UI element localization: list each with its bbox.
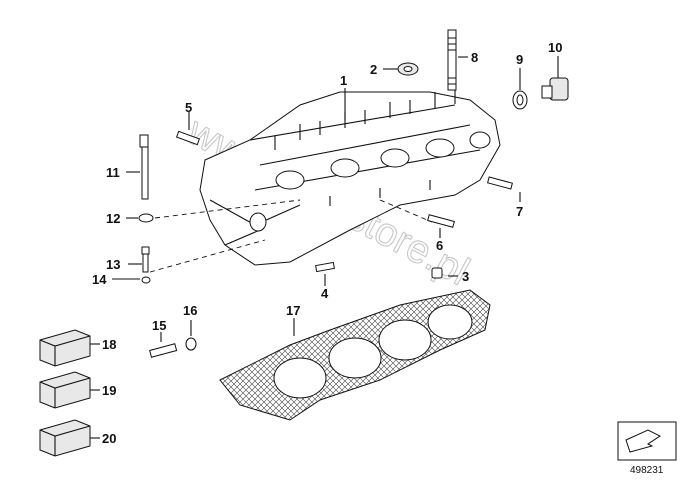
repair-kit-18[interactable] bbox=[39, 329, 91, 367]
dowel-sleeve[interactable] bbox=[431, 267, 443, 279]
small-washer[interactable] bbox=[141, 276, 151, 284]
callout-labels: 1 2 3 4 5 6 7 8 9 10 11 12 13 14 15 16 1… bbox=[92, 40, 562, 446]
callout-17: 17 bbox=[286, 303, 300, 318]
callout-16: 16 bbox=[183, 303, 197, 318]
screw-short[interactable] bbox=[141, 246, 150, 273]
callout-19: 19 bbox=[102, 383, 116, 398]
callout-7: 7 bbox=[516, 204, 523, 219]
callout-9: 9 bbox=[516, 52, 523, 67]
cylinder-head-bolt[interactable] bbox=[139, 134, 149, 200]
stud-bolt-7[interactable] bbox=[487, 176, 513, 190]
callout-18: 18 bbox=[102, 337, 116, 352]
callout-2: 2 bbox=[370, 62, 377, 77]
washer[interactable] bbox=[138, 213, 154, 223]
callout-4: 4 bbox=[321, 286, 329, 301]
screw-plug[interactable] bbox=[541, 77, 569, 101]
gasket-ring-16[interactable] bbox=[185, 337, 197, 351]
callout-6: 6 bbox=[436, 238, 443, 253]
stud-bolt-long[interactable] bbox=[447, 29, 457, 91]
callout-13: 13 bbox=[106, 257, 120, 272]
cylinder-head-gasket[interactable] bbox=[219, 289, 491, 421]
callout-15: 15 bbox=[152, 318, 166, 333]
stud-bolt-6[interactable] bbox=[427, 214, 455, 228]
callout-5: 5 bbox=[185, 100, 192, 115]
callout-8: 8 bbox=[471, 50, 478, 65]
callout-11: 11 bbox=[106, 165, 120, 180]
callout-1: 1 bbox=[340, 73, 347, 88]
sealing-ring[interactable] bbox=[512, 90, 528, 110]
callout-14: 14 bbox=[92, 272, 107, 287]
callout-12: 12 bbox=[106, 211, 120, 226]
direction-arrow-icon bbox=[625, 429, 661, 453]
stud-bolt-4[interactable] bbox=[315, 261, 335, 273]
callout-3: 3 bbox=[462, 269, 469, 284]
callout-20: 20 bbox=[102, 431, 116, 446]
repair-kit-19[interactable] bbox=[39, 371, 91, 409]
oil-seal[interactable] bbox=[397, 62, 419, 76]
orientation-indicator bbox=[617, 421, 677, 461]
callout-10: 10 bbox=[548, 40, 562, 55]
leader-lines bbox=[90, 56, 559, 439]
repair-kit-20[interactable] bbox=[39, 419, 91, 457]
stud-bolt-15[interactable] bbox=[149, 343, 178, 358]
image-id: 498231 bbox=[630, 465, 664, 476]
stud-bolt-5[interactable] bbox=[175, 130, 201, 146]
cylinder-head[interactable] bbox=[199, 90, 501, 266]
